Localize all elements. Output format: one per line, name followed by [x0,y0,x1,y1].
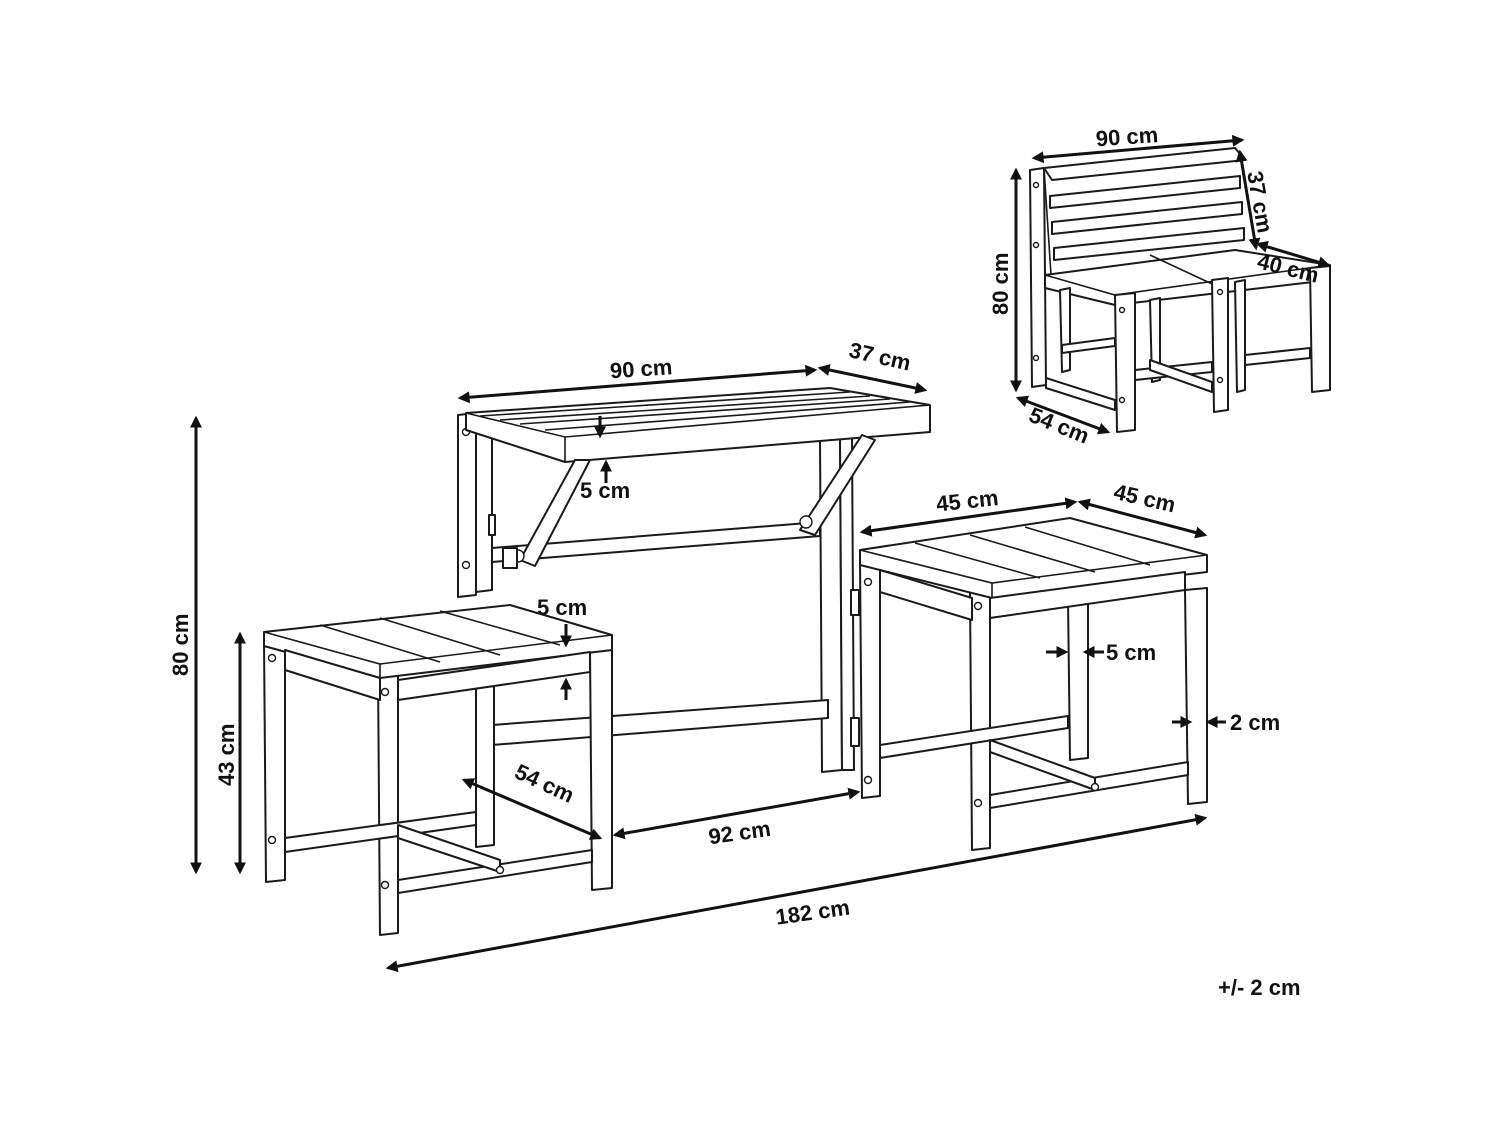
label-table-depth: 37 cm [847,337,913,375]
dimension-lines [190,134,1331,973]
bench-drawing [1029,147,1331,433]
label-stool-height: 43 cm [214,724,239,786]
tolerance-note: +/- 2 cm [1218,975,1301,1000]
label-height-total: 80 cm [168,614,193,676]
label-bench-width: 90 cm [1095,122,1159,151]
label-stool-depth: 54 cm [511,759,578,808]
label-table-top-thickness: 5 cm [580,478,630,503]
label-panel-thickness: 2 cm [1230,710,1280,735]
label-stool-width: 45 cm [935,485,1000,516]
label-bench-height: 80 cm [988,253,1013,315]
label-gap: 92 cm [707,816,772,849]
right-stool-drawing [859,517,1208,851]
left-stool-drawing [263,604,613,936]
label-bench-back-height: 37 cm [1242,169,1277,235]
table-drawing [457,387,931,773]
label-stool-top-thickness: 5 cm [537,595,587,620]
label-bench-depth: 54 cm [1026,402,1093,449]
label-leg-thickness: 5 cm [1106,640,1156,665]
label-overall-length: 182 cm [774,895,851,930]
label-table-width: 90 cm [609,354,673,383]
